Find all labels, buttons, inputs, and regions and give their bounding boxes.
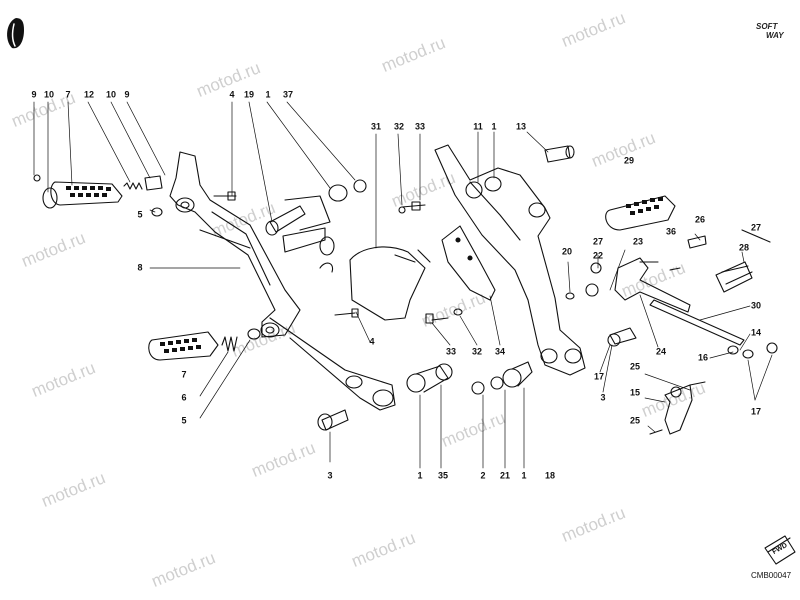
- callout-9: 9: [124, 89, 130, 100]
- callout-17: 17: [750, 406, 762, 417]
- heat-shield: [398, 201, 496, 324]
- callout-36: 36: [665, 226, 677, 237]
- callout-4: 4: [229, 89, 235, 100]
- callout-29: 29: [623, 155, 635, 166]
- brand-line-1: SOFT: [756, 22, 778, 31]
- callout-28: 28: [738, 242, 750, 253]
- callout-18: 18: [544, 470, 556, 481]
- callout-33: 33: [445, 346, 457, 357]
- bracket-fasteners: [213, 179, 367, 431]
- callout-7: 7: [65, 89, 71, 100]
- footpeg-rider-upper: [33, 174, 163, 217]
- callout-31: 31: [370, 121, 382, 132]
- leader-lines: [33, 101, 773, 469]
- brand-logo: SOFT WAY: [756, 22, 784, 40]
- heel-guard: [349, 246, 431, 321]
- callout-10: 10: [105, 89, 117, 100]
- reference-code: CMB00047: [751, 571, 792, 580]
- callout-6: 6: [181, 392, 187, 403]
- footpeg-bracket-left: [169, 151, 396, 411]
- callout-34: 34: [494, 346, 506, 357]
- callout-25: 25: [629, 361, 641, 372]
- callout-19: 19: [243, 89, 255, 100]
- callout-17: 17: [593, 371, 605, 382]
- callout-1: 1: [521, 470, 527, 481]
- callout-16: 16: [697, 352, 709, 363]
- callout-22: 22: [592, 250, 604, 261]
- callout-1: 1: [491, 121, 497, 132]
- callout-11: 11: [473, 121, 483, 132]
- callout-1: 1: [417, 470, 423, 481]
- footpeg-rider-lower: [148, 328, 261, 361]
- callout-15: 15: [629, 387, 641, 398]
- callout-26: 26: [694, 214, 706, 225]
- manufacturer-logo: [7, 18, 25, 49]
- callout-30: 30: [750, 300, 762, 311]
- callout-1: 1: [265, 89, 271, 100]
- callout-25: 25: [629, 415, 641, 426]
- callout-2: 2: [480, 470, 486, 481]
- callout-3: 3: [327, 470, 333, 481]
- callout-20: 20: [561, 246, 573, 257]
- lever-assembly: [565, 229, 778, 435]
- callout-14: 14: [750, 327, 762, 338]
- callout-24: 24: [655, 346, 667, 357]
- callout-8: 8: [137, 262, 143, 273]
- bushes-bottom: [406, 361, 533, 395]
- callout-13: 13: [515, 121, 527, 132]
- callout-10: 10: [43, 89, 55, 100]
- callout-27: 27: [592, 236, 604, 247]
- callout-4: 4: [369, 336, 375, 347]
- forward-direction-plate: [764, 535, 796, 565]
- callout-27: 27: [750, 222, 762, 233]
- callout-5: 5: [181, 415, 187, 426]
- callout-5: 5: [137, 209, 143, 220]
- callout-7: 7: [181, 369, 187, 380]
- callout-9: 9: [31, 89, 37, 100]
- callout-12: 12: [83, 89, 95, 100]
- callout-35: 35: [437, 470, 449, 481]
- brand-line-2: WAY: [766, 31, 784, 40]
- callout-32: 32: [471, 346, 483, 357]
- callout-37: 37: [282, 89, 294, 100]
- footpeg-bracket-right: [434, 144, 586, 376]
- callout-23: 23: [632, 236, 644, 247]
- footpeg-passenger: [605, 195, 676, 231]
- callout-3: 3: [600, 392, 606, 403]
- callout-21: 21: [499, 470, 511, 481]
- callout-33: 33: [414, 121, 426, 132]
- callout-32: 32: [393, 121, 405, 132]
